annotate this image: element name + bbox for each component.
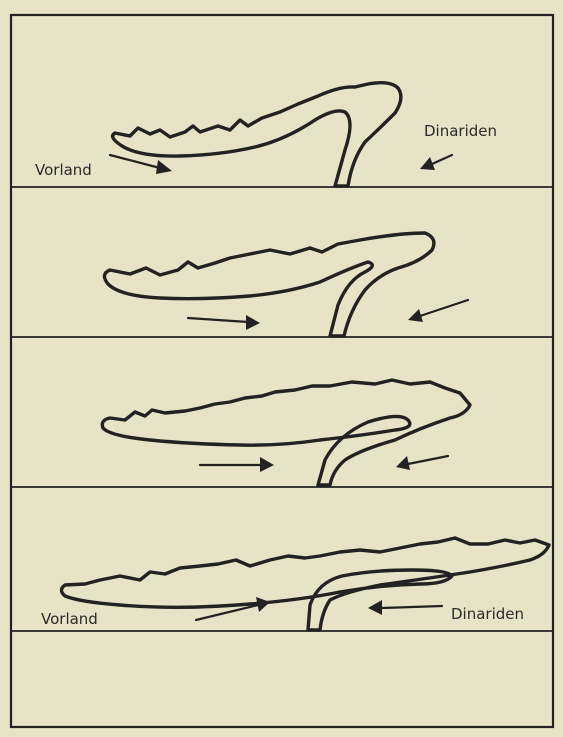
panel-3-arrow-right [396, 456, 448, 470]
panel-3-nappe-outline [102, 380, 470, 485]
panel-2-nappe-outline [104, 233, 433, 336]
panel-4-arrow-right [368, 600, 442, 615]
panel-4-arrow-left [196, 597, 270, 620]
panel-3-arrow-left [200, 457, 274, 472]
panel-2 [104, 233, 468, 336]
panel-1: Vorland Dinariden [35, 83, 497, 186]
panel-1-arrow-right [420, 155, 452, 170]
panel-3 [102, 380, 470, 485]
panel-1-arrow-left [110, 155, 172, 174]
panel-4: Vorland Dinariden [41, 538, 549, 630]
panel-1-label-vorland: Vorland [35, 161, 92, 179]
panel-2-arrow-left [188, 315, 260, 330]
panel-4-label-dinariden: Dinariden [451, 605, 524, 623]
panel-2-arrow-right [408, 300, 468, 322]
panel-1-label-dinariden: Dinariden [424, 122, 497, 140]
panel-4-label-vorland: Vorland [41, 610, 98, 628]
panel-1-nappe-outline [113, 83, 401, 186]
